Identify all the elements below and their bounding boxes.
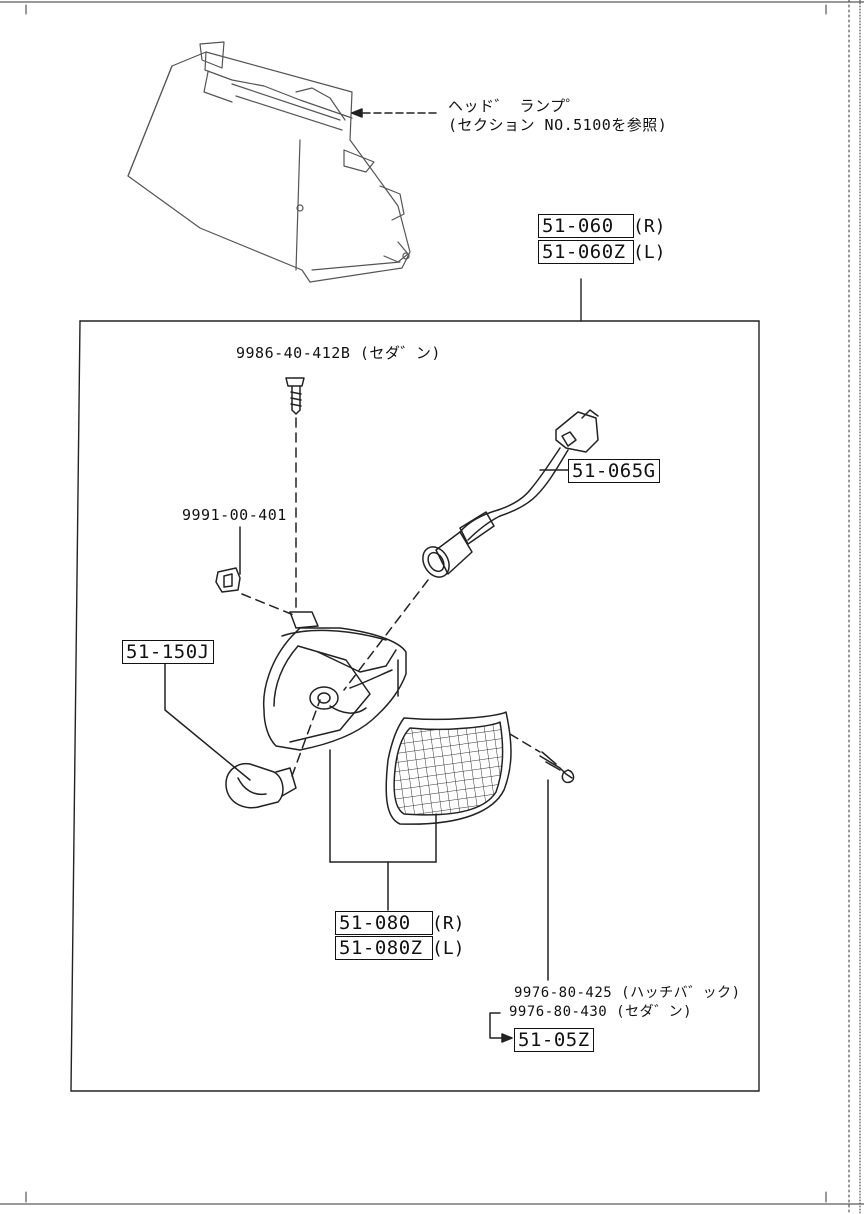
assembly-part-l: 51-060Z [538,240,634,264]
headlamp-drawing [127,41,411,283]
screw-top-drawing [285,377,305,613]
headlamp-label: ヘッド゛ ランプ゜ [448,97,582,115]
harness-part: 51-065G [568,459,660,483]
lens-part-r: 51-080 [335,911,433,935]
assembly-part-r: 51-060 [538,214,634,238]
harness-drawing [343,409,599,691]
headlamp-leader [351,108,441,118]
lens-drawing [329,711,575,981]
screw-sedan-label: 9976-80-430 (セダ゛ン) [509,1004,693,1020]
lens-part-r-side: (R) [432,913,465,934]
assembly-frame [70,278,760,1092]
clip-drawing [215,526,297,617]
bulb-drawing [164,663,321,809]
assembly-part-l-side: (L) [633,242,666,263]
housing-drawing [262,611,407,863]
screw-set-leader [489,1012,513,1043]
headlamp-section-ref: (セクション NO.5100を参照) [448,116,668,134]
lens-part-l: 51-080Z [335,936,433,960]
clip-label: 9991-00-401 [182,506,287,524]
screw-top-label: 9986-40-412B (セダ゛ン) [236,344,441,362]
assembly-part-r-side: (R) [633,216,666,237]
screw-hatchback-label: 9976-80-425 (ハッチバ゛ック) [514,985,741,1001]
bulb-part: 51-150J [122,640,214,664]
screw-set-part: 51-05Z [514,1028,594,1052]
lens-part-l-side: (L) [432,938,465,959]
